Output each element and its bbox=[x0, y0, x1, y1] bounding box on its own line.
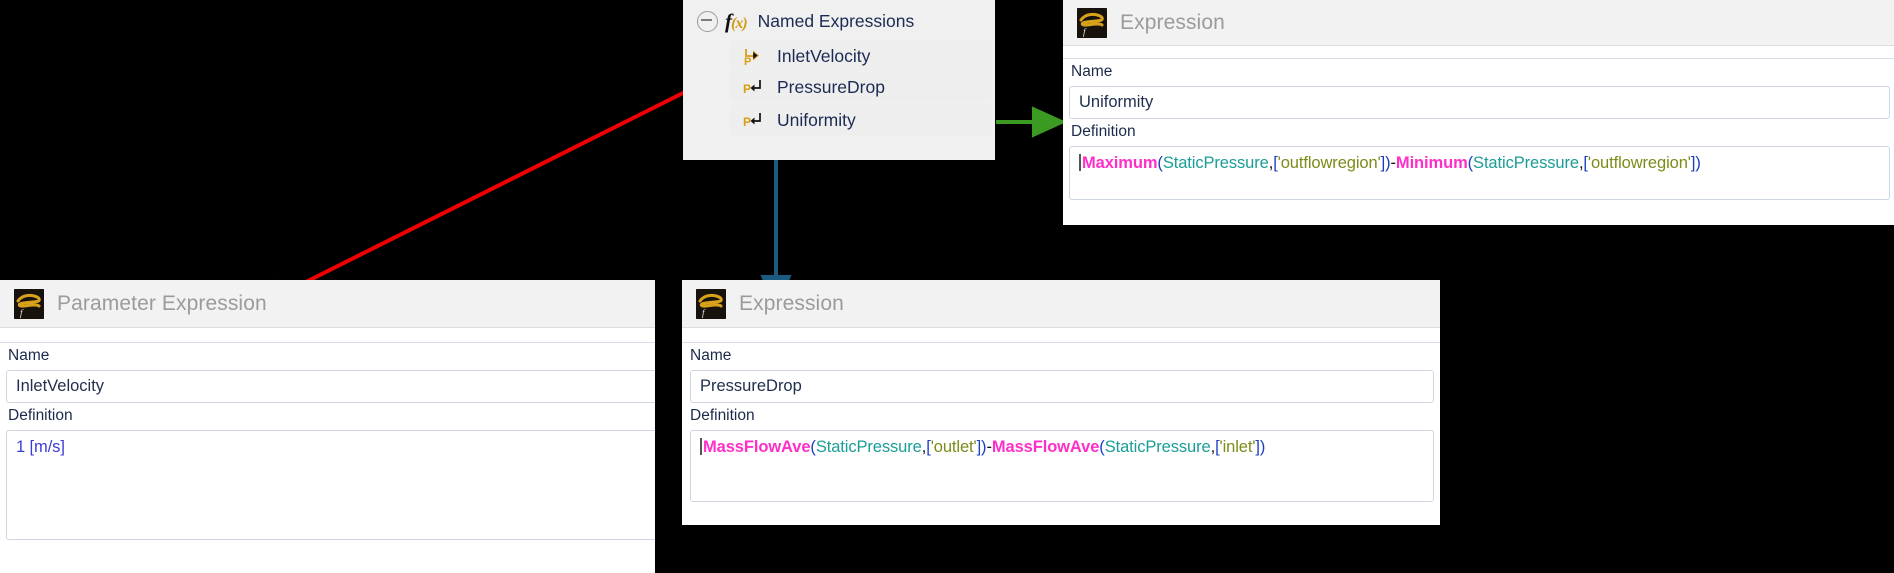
text-caret bbox=[1079, 154, 1081, 171]
text-caret bbox=[700, 438, 702, 455]
panel-titlebar: f Parameter Expression bbox=[0, 280, 655, 328]
definition-code: MassFlowAve(StaticPressure,['outlet'])-M… bbox=[703, 438, 1266, 456]
definition-label: Definition bbox=[1071, 123, 1136, 140]
name-value: InletVelocity bbox=[16, 377, 105, 395]
svg-text:P: P bbox=[743, 82, 751, 96]
named-expressions-tree: f(x) Named Expressions P InletVelocity P… bbox=[683, 0, 995, 160]
expression-panel-uniformity: f Expression Name Uniformity Definition … bbox=[1063, 0, 1894, 225]
expression-icon: P bbox=[741, 110, 766, 131]
svg-text:f: f bbox=[702, 308, 706, 318]
parameter-expression-icon: P bbox=[741, 46, 766, 68]
svg-text:P: P bbox=[744, 56, 751, 67]
definition-field[interactable]: MassFlowAve(StaticPressure,['outlet'])-M… bbox=[690, 430, 1434, 502]
definition-field[interactable]: Maximum(StaticPressure,['outflowregion']… bbox=[1069, 146, 1890, 200]
name-field[interactable]: Uniformity bbox=[1069, 86, 1890, 119]
svg-text:f: f bbox=[20, 308, 24, 318]
tree-item-label: PressureDrop bbox=[777, 76, 885, 97]
definition-code: 1 [m/s] bbox=[16, 438, 65, 456]
name-value: PressureDrop bbox=[700, 377, 802, 395]
parameter-expression-panel-inletvelocity: f Parameter Expression Name InletVelocit… bbox=[0, 280, 655, 573]
panel-title-text: Expression bbox=[1120, 10, 1225, 34]
red-arrow-inletvelocity bbox=[252, 90, 686, 309]
definition-code: Maximum(StaticPressure,['outflowregion']… bbox=[1082, 154, 1701, 172]
definition-label: Definition bbox=[690, 407, 755, 424]
tree-root-label: Named Expressions bbox=[757, 10, 915, 31]
tree-item-pressuredrop[interactable]: P PressureDrop bbox=[730, 72, 991, 102]
panel-title-text: Expression bbox=[739, 291, 844, 315]
fx-icon: f(x) bbox=[725, 8, 748, 33]
name-label: Name bbox=[1071, 63, 1113, 80]
tree-root-row[interactable]: f(x) Named Expressions bbox=[683, 0, 995, 34]
expression-icon: P bbox=[741, 77, 766, 98]
name-label: Name bbox=[8, 347, 50, 364]
name-value: Uniformity bbox=[1079, 93, 1154, 111]
definition-label: Definition bbox=[8, 407, 73, 424]
name-field[interactable]: InletVelocity bbox=[6, 370, 655, 403]
expression-app-icon: f bbox=[1077, 7, 1107, 38]
tree-item-uniformity[interactable]: P Uniformity bbox=[730, 105, 991, 135]
expression-app-icon: f bbox=[14, 288, 44, 319]
definition-field[interactable]: 1 [m/s] bbox=[6, 430, 655, 540]
name-field[interactable]: PressureDrop bbox=[690, 370, 1434, 403]
svg-text:P: P bbox=[743, 115, 751, 129]
name-label: Name bbox=[690, 347, 732, 364]
collapse-minus-icon[interactable] bbox=[697, 10, 718, 32]
panel-titlebar: f Expression bbox=[682, 280, 1440, 328]
tree-item-label: Uniformity bbox=[777, 109, 856, 130]
panel-titlebar: f Expression bbox=[1063, 0, 1894, 46]
tree-item-inletvelocity[interactable]: P InletVelocity bbox=[730, 41, 991, 71]
tree-item-label: InletVelocity bbox=[777, 45, 871, 66]
svg-text:f: f bbox=[1083, 27, 1087, 37]
panel-title-text: Parameter Expression bbox=[57, 291, 267, 315]
expression-app-icon: f bbox=[696, 288, 726, 319]
expression-panel-pressuredrop: f Expression Name PressureDrop Definitio… bbox=[682, 280, 1440, 525]
